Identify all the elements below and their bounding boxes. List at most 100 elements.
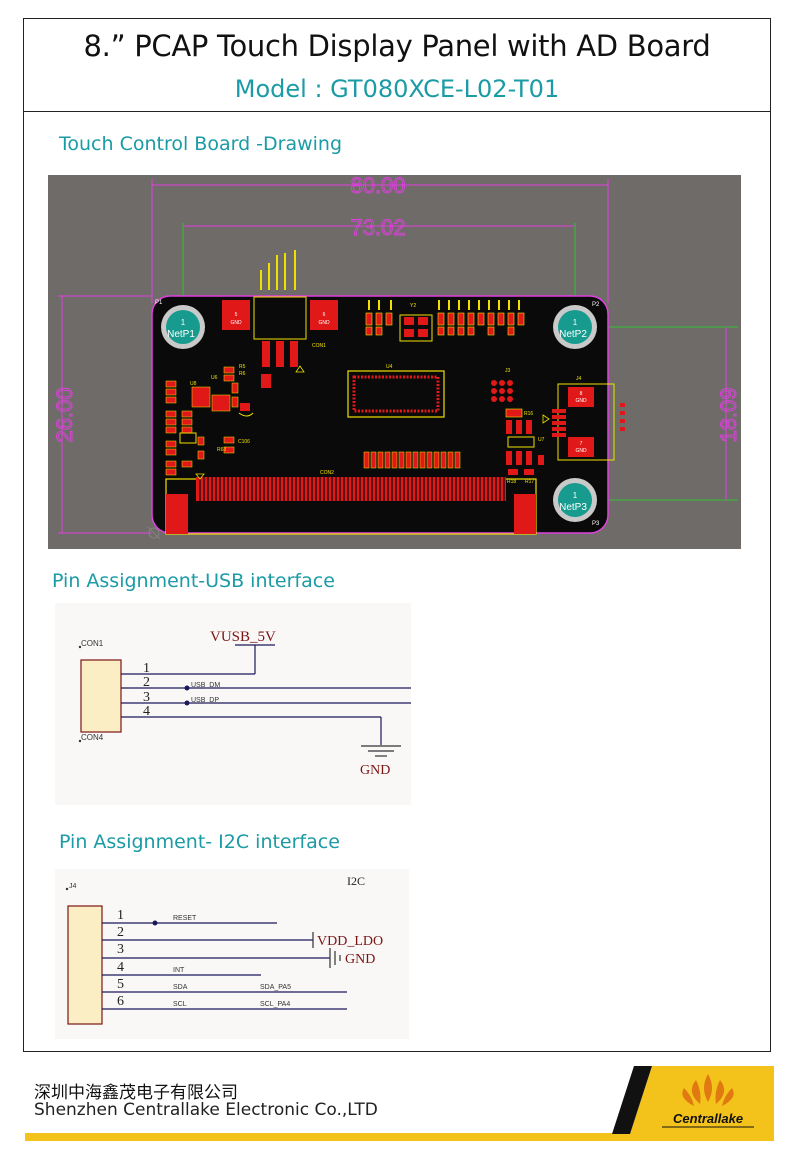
usb-connector-label: CON1	[81, 639, 104, 648]
svg-text:C106: C106	[238, 439, 250, 445]
company-name-chinese: 深圳中海鑫茂电子有限公司	[34, 1083, 238, 1103]
svg-text:U8: U8	[190, 381, 197, 387]
svg-text:R6: R6	[239, 371, 246, 377]
i2c-pin-4: 4	[117, 960, 124, 975]
con2-fpc-connector: CON2	[165, 470, 537, 535]
i2c-pin-6: 6	[117, 994, 124, 1009]
svg-text:5: 5	[235, 312, 238, 318]
usb-schematic: CON1 CON4 VUSB_5V 1 2 3 4 USB_DM USB_DP …	[55, 603, 411, 805]
usb-connector-bottom-label: CON4	[81, 733, 104, 742]
usb-pin-2: 2	[143, 675, 150, 690]
i2c-schematic: I2C J4 1 2 3 4 5 6 RESET INT SDA SCL SDA…	[55, 869, 409, 1039]
svg-text:8: 8	[580, 391, 583, 397]
i2c-net-sda-pa5: SDA_PA5	[260, 984, 291, 991]
centrallake-logo: Centrallake	[612, 1066, 774, 1134]
u4-mcu: U4	[347, 364, 445, 418]
i2c-net-scl-pa4: SCL_PA4	[260, 1001, 290, 1008]
i2c-net-int: INT	[173, 967, 185, 974]
mounting-hole-p2: 1 NetP2	[553, 305, 597, 349]
i2c-net-scl: SCL	[173, 1001, 187, 1008]
document-title: 8.” PCAP Touch Display Panel with AD Boa…	[83, 29, 711, 63]
left-components: U8 U6 R5 R6 C106 R63	[165, 364, 271, 476]
usb-ground-symbol	[361, 745, 401, 757]
dimension-height	[58, 295, 152, 534]
y2-crystal: Y2	[399, 303, 433, 342]
svg-text:1: 1	[573, 318, 578, 327]
svg-text:J4: J4	[576, 376, 582, 382]
svg-text:NetP2: NetP2	[559, 329, 587, 340]
j4-connector: 8 GND 7 GND J4	[542, 376, 625, 461]
usb-pin-1: 1	[143, 661, 150, 676]
svg-text:GND: GND	[575, 448, 587, 454]
top-component-row	[365, 312, 525, 336]
logo-text: Centrallake	[673, 1111, 743, 1126]
dimension-width-label: 80.00	[350, 175, 405, 198]
section-title-i2c: Pin Assignment- I2C interface	[59, 831, 340, 853]
mounting-hole-p1: 1 NetP1	[161, 305, 205, 349]
svg-text:R5: R5	[239, 364, 246, 370]
usb-net-dp: USB_DP	[191, 697, 219, 704]
i2c-connector-body	[67, 905, 103, 1025]
svg-text:GND: GND	[230, 320, 242, 326]
svg-text:R18: R18	[507, 479, 516, 485]
document-frame: 8.” PCAP Touch Display Panel with AD Boa…	[23, 18, 771, 1052]
pad-label-p2: P2	[592, 302, 600, 308]
section-title-usb: Pin Assignment-USB interface	[52, 570, 335, 592]
silk-vertical-labels-top	[260, 250, 296, 290]
svg-text:NetP1: NetP1	[167, 329, 195, 340]
i2c-title: I2C	[347, 874, 365, 888]
middle-resistor-row	[363, 451, 461, 469]
dimension-width	[151, 179, 609, 303]
i2c-vdd-ground-symbols	[312, 932, 341, 968]
i2c-net-sda: SDA	[173, 984, 188, 991]
usb-ground-label: GND	[360, 763, 390, 778]
i2c-net-reset: RESET	[173, 915, 197, 922]
j3-area: J3 R16 U7 R18 R17	[491, 368, 545, 485]
svg-text:NetP3: NetP3	[559, 502, 587, 513]
i2c-pin-5: 5	[117, 977, 124, 992]
svg-text:1: 1	[181, 318, 186, 327]
i2c-connector-label: J4	[69, 883, 77, 890]
i2c-pin-3: 3	[117, 942, 124, 957]
svg-text:J3: J3	[505, 368, 511, 374]
fiducial-mark	[147, 526, 161, 540]
svg-text:1: 1	[573, 491, 578, 500]
silk-top-labels	[368, 300, 520, 310]
svg-text:CON1: CON1	[312, 343, 326, 349]
con1-connector: 5 GND 6 GND CON1	[222, 296, 338, 373]
i2c-wires	[102, 922, 347, 1010]
svg-text:GND: GND	[575, 398, 587, 404]
svg-text:R63: R63	[217, 447, 226, 453]
footer-accent-bar	[25, 1133, 774, 1141]
pad-label-p3: P3	[592, 521, 600, 527]
i2c-vdd-label: VDD_LDO	[317, 934, 383, 949]
flame-icon	[682, 1074, 734, 1106]
usb-wires	[121, 644, 411, 745]
svg-text:R17: R17	[525, 479, 534, 485]
usb-pin-4: 4	[143, 704, 150, 719]
pad-label-p1: P1	[155, 300, 163, 306]
svg-text:U7: U7	[538, 437, 545, 443]
title-block: 8.” PCAP Touch Display Panel with AD Boa…	[24, 19, 770, 112]
svg-text:GND: GND	[318, 320, 330, 326]
company-name-english: Shenzhen Centrallake Electronic Co.,LTD	[34, 1100, 378, 1120]
svg-text:Y2: Y2	[410, 303, 416, 309]
pcb-drawing: 80.00 73.02 26.00 18.09 1 NetP1 1 NetP2 …	[48, 175, 741, 549]
i2c-ground-label: GND	[345, 952, 375, 967]
i2c-pin-2: 2	[117, 925, 124, 940]
section-title-drawing: Touch Control Board -Drawing	[59, 133, 343, 155]
svg-text:U4: U4	[386, 364, 393, 370]
usb-power-label: VUSB_5V	[210, 629, 276, 645]
dimension-hole-span-label: 73.02	[350, 215, 405, 240]
usb-net-dm: USB_DM	[191, 682, 220, 689]
dimension-right-height-label: 18.09	[716, 387, 741, 442]
svg-text:6: 6	[323, 312, 326, 318]
model-number: Model : GT080XCE-L02-T01	[234, 75, 560, 103]
dimension-height-label: 26.00	[52, 387, 77, 442]
svg-text:R16: R16	[524, 411, 533, 417]
svg-text:U6: U6	[211, 375, 218, 381]
svg-text:7: 7	[580, 441, 583, 447]
svg-text:CON2: CON2	[320, 470, 334, 476]
mounting-hole-p3: 1 NetP3	[553, 478, 597, 522]
usb-connector-body	[80, 659, 122, 733]
